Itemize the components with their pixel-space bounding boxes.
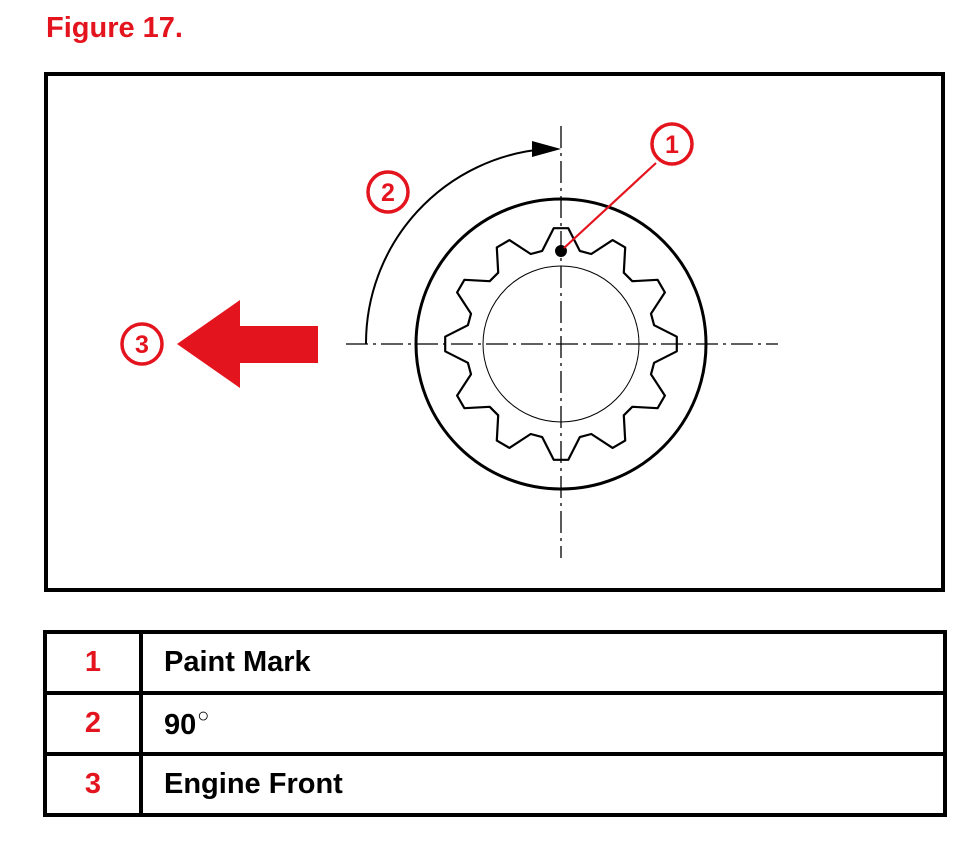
legend-description-text: Paint Mark	[164, 646, 311, 678]
callout-3: 3	[120, 322, 164, 366]
legend-row: 1 Paint Mark	[43, 630, 947, 695]
legend-number: 1	[43, 630, 143, 695]
legend-description-text: 90	[164, 709, 197, 741]
legend-row: 2 90○	[43, 691, 947, 756]
callout-2-label: 2	[381, 179, 395, 207]
callout-1: 1	[650, 122, 694, 166]
bolt-inner-circle	[482, 265, 640, 423]
legend-number: 2	[43, 691, 143, 756]
legend-number: 3	[43, 752, 143, 817]
washer-outer-circle	[414, 197, 708, 491]
figure-title: Figure 17.	[46, 12, 183, 44]
rotation-arrowhead	[532, 141, 561, 157]
engine-front-arrow	[177, 300, 318, 388]
legend-row: 3 Engine Front	[43, 752, 947, 817]
legend-description: Paint Mark	[139, 630, 947, 695]
legend-table: 1 Paint Mark 2 90○ 3 Engine Front	[43, 630, 947, 817]
callout-2: 2	[366, 170, 410, 214]
legend-description: 90○	[139, 691, 947, 756]
bolt-rotation-diagram: 1 2 3	[120, 122, 778, 558]
legend-description: Engine Front	[139, 752, 947, 817]
rotation-arc	[364, 148, 546, 345]
diagram-frame: 1 2 3	[44, 72, 945, 592]
callout-3-label: 3	[135, 331, 149, 359]
degree-symbol: ○	[197, 705, 210, 727]
legend-description-text: Engine Front	[164, 768, 343, 800]
callout-1-label: 1	[665, 131, 679, 159]
twelve-point-bolt-head	[444, 227, 678, 461]
callout-1-leader	[563, 162, 657, 249]
